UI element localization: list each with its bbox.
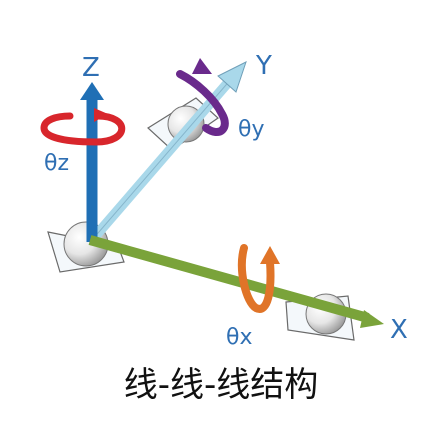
y-axis-label: Y — [255, 51, 272, 81]
y-rotation-arrow — [176, 58, 229, 136]
x-rotation-arrow — [237, 244, 280, 313]
y-rotation-label: θy — [238, 117, 264, 142]
z-rotation-arrow — [40, 108, 126, 146]
z-axis-label: Z — [82, 53, 100, 83]
z-axis-arrow — [80, 82, 104, 242]
z-rotation-label: θz — [44, 151, 69, 176]
x-axis-arrow — [88, 235, 384, 328]
x-rotation-label: θx — [226, 325, 252, 350]
y-axis-arrow — [88, 61, 247, 244]
x-axis-label: X — [390, 315, 408, 345]
caption: 线-线-线结构 — [124, 365, 319, 405]
